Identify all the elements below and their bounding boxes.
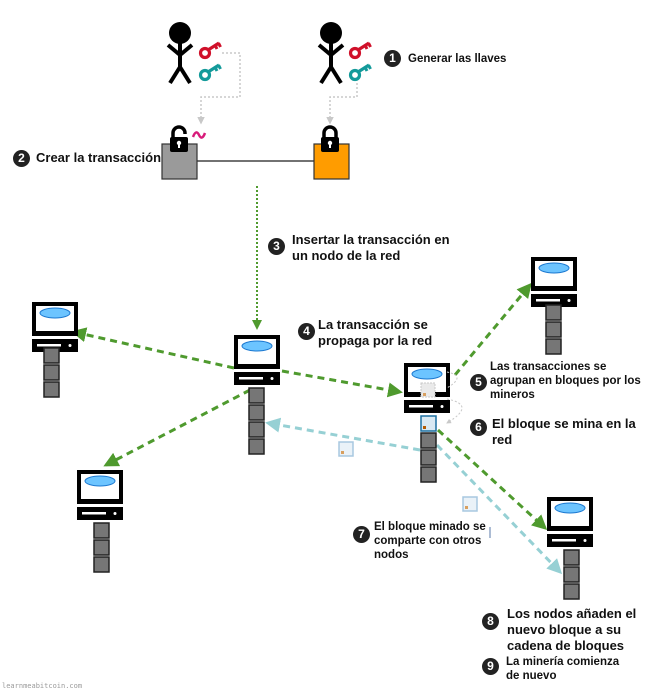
chain-block bbox=[43, 364, 60, 381]
unlocked-lock-icon bbox=[168, 125, 190, 154]
chain-block bbox=[93, 522, 110, 539]
propagation-arrow-right bbox=[281, 369, 403, 398]
chain-block bbox=[545, 338, 562, 355]
step6-curve bbox=[446, 398, 463, 424]
step-4-line: La transacción se bbox=[318, 317, 428, 332]
chain-block bbox=[545, 304, 562, 321]
receiver-person-icon bbox=[317, 20, 345, 85]
step-9-badge: 9 bbox=[482, 658, 499, 675]
step-8-line: nuevo bloque a su bbox=[507, 622, 622, 637]
mined-block-dot bbox=[423, 426, 426, 429]
step-3-badge: 3 bbox=[268, 238, 285, 255]
sender-public-key-icon bbox=[198, 63, 223, 82]
computer-icon bbox=[546, 496, 594, 548]
step-9-line: de nuevo bbox=[506, 670, 557, 682]
step-9-label: La minería comienza de nuevo bbox=[506, 655, 619, 683]
propagation-arrow-top-right bbox=[453, 282, 532, 376]
chain-block bbox=[93, 556, 110, 573]
chain-block bbox=[545, 321, 562, 338]
chain-block bbox=[248, 404, 265, 421]
shared-block-icon bbox=[338, 441, 354, 457]
propagation-arrow-bottom-right bbox=[436, 428, 548, 531]
step-8-badge: 8 bbox=[482, 613, 499, 630]
chain-block bbox=[563, 549, 580, 566]
chain-block bbox=[248, 438, 265, 455]
network-node-center bbox=[233, 334, 281, 455]
chain-block bbox=[248, 421, 265, 438]
chain-block bbox=[43, 381, 60, 398]
step-5-label: Las transacciones se agrupan en bloques … bbox=[490, 360, 641, 402]
chain-block bbox=[420, 432, 437, 449]
step-7-line: nodos bbox=[374, 549, 409, 561]
propagation-arrow-left-bottom bbox=[103, 388, 251, 467]
step-2-badge: 2 bbox=[13, 150, 30, 167]
step-4-label: La transacción se propaga por la red bbox=[318, 317, 432, 349]
step-5-line: Las transacciones se bbox=[490, 361, 607, 373]
propagation-arrow-left-top bbox=[71, 327, 235, 370]
pending-block-dot bbox=[423, 393, 426, 396]
computer-icon bbox=[76, 469, 124, 521]
block-share-arrow-bottom-right bbox=[435, 443, 563, 575]
chain-block bbox=[93, 539, 110, 556]
block-share-arrow-center bbox=[265, 417, 421, 452]
step-7-label: El bloque minado se comparte con otros n… bbox=[374, 520, 486, 562]
step-4-line: propaga por la red bbox=[318, 333, 433, 348]
network-node-top-right bbox=[530, 256, 578, 355]
sender-private-key-icon bbox=[198, 41, 223, 60]
step-7-line: El bloque minado se bbox=[374, 521, 486, 533]
step-6-line: El bloque se mina en la bbox=[492, 416, 636, 431]
step-7-badge: 7 bbox=[353, 526, 370, 543]
network-node-bottom-right bbox=[546, 496, 594, 600]
network-node-top-left bbox=[31, 301, 79, 398]
computer-icon bbox=[530, 256, 578, 308]
signature-icon bbox=[191, 131, 207, 139]
chain-block bbox=[420, 449, 437, 466]
receiver-private-key-icon bbox=[348, 41, 373, 60]
chain-block bbox=[248, 387, 265, 404]
chain-block bbox=[563, 566, 580, 583]
step-3-label: Insertar la transacción en un nodo de la… bbox=[292, 232, 450, 264]
sender-person-icon bbox=[166, 20, 194, 85]
step-2-label: Crear la transacción bbox=[36, 150, 162, 165]
step-5-line: mineros bbox=[490, 389, 535, 401]
locked-lock-icon bbox=[319, 125, 341, 154]
step-6-badge: 6 bbox=[470, 419, 487, 436]
step5-curve bbox=[446, 371, 458, 389]
step-5-badge: 5 bbox=[470, 374, 487, 391]
receiver-public-key-icon bbox=[348, 63, 373, 82]
sender-key-connector bbox=[197, 52, 241, 125]
computer-icon bbox=[233, 334, 281, 386]
step-6-label: El bloque se mina en la red bbox=[492, 416, 636, 448]
step-8-line: cadena de bloques bbox=[507, 638, 625, 653]
chain-block bbox=[420, 466, 437, 483]
step-1-label: Generar las llaves bbox=[408, 53, 507, 65]
computer-icon bbox=[31, 301, 79, 353]
chain-block bbox=[563, 583, 580, 600]
step-6-line: red bbox=[492, 432, 513, 447]
watermark: learnmeabitcoin.com bbox=[2, 682, 83, 690]
shared-block-icon bbox=[462, 496, 478, 512]
step-3-line: Insertar la transacción en bbox=[292, 232, 450, 247]
step-4-badge: 4 bbox=[298, 323, 315, 340]
step-7-line: comparte con otros bbox=[374, 535, 482, 547]
step-9-line: La minería comienza bbox=[506, 656, 620, 668]
network-node-miner bbox=[403, 362, 463, 483]
step-5-line: agrupan en bloques por los bbox=[490, 375, 641, 387]
receiver-key-connector bbox=[326, 83, 358, 125]
step-8-line: Los nodos añaden el bbox=[507, 606, 637, 621]
step-1-badge: 1 bbox=[384, 50, 401, 67]
chain-block bbox=[43, 347, 60, 364]
step-8-label: Los nodos añaden el nuevo bloque a su ca… bbox=[507, 606, 636, 654]
step-3-line: un nodo de la red bbox=[292, 248, 401, 263]
network-node-bottom-left bbox=[76, 469, 124, 573]
